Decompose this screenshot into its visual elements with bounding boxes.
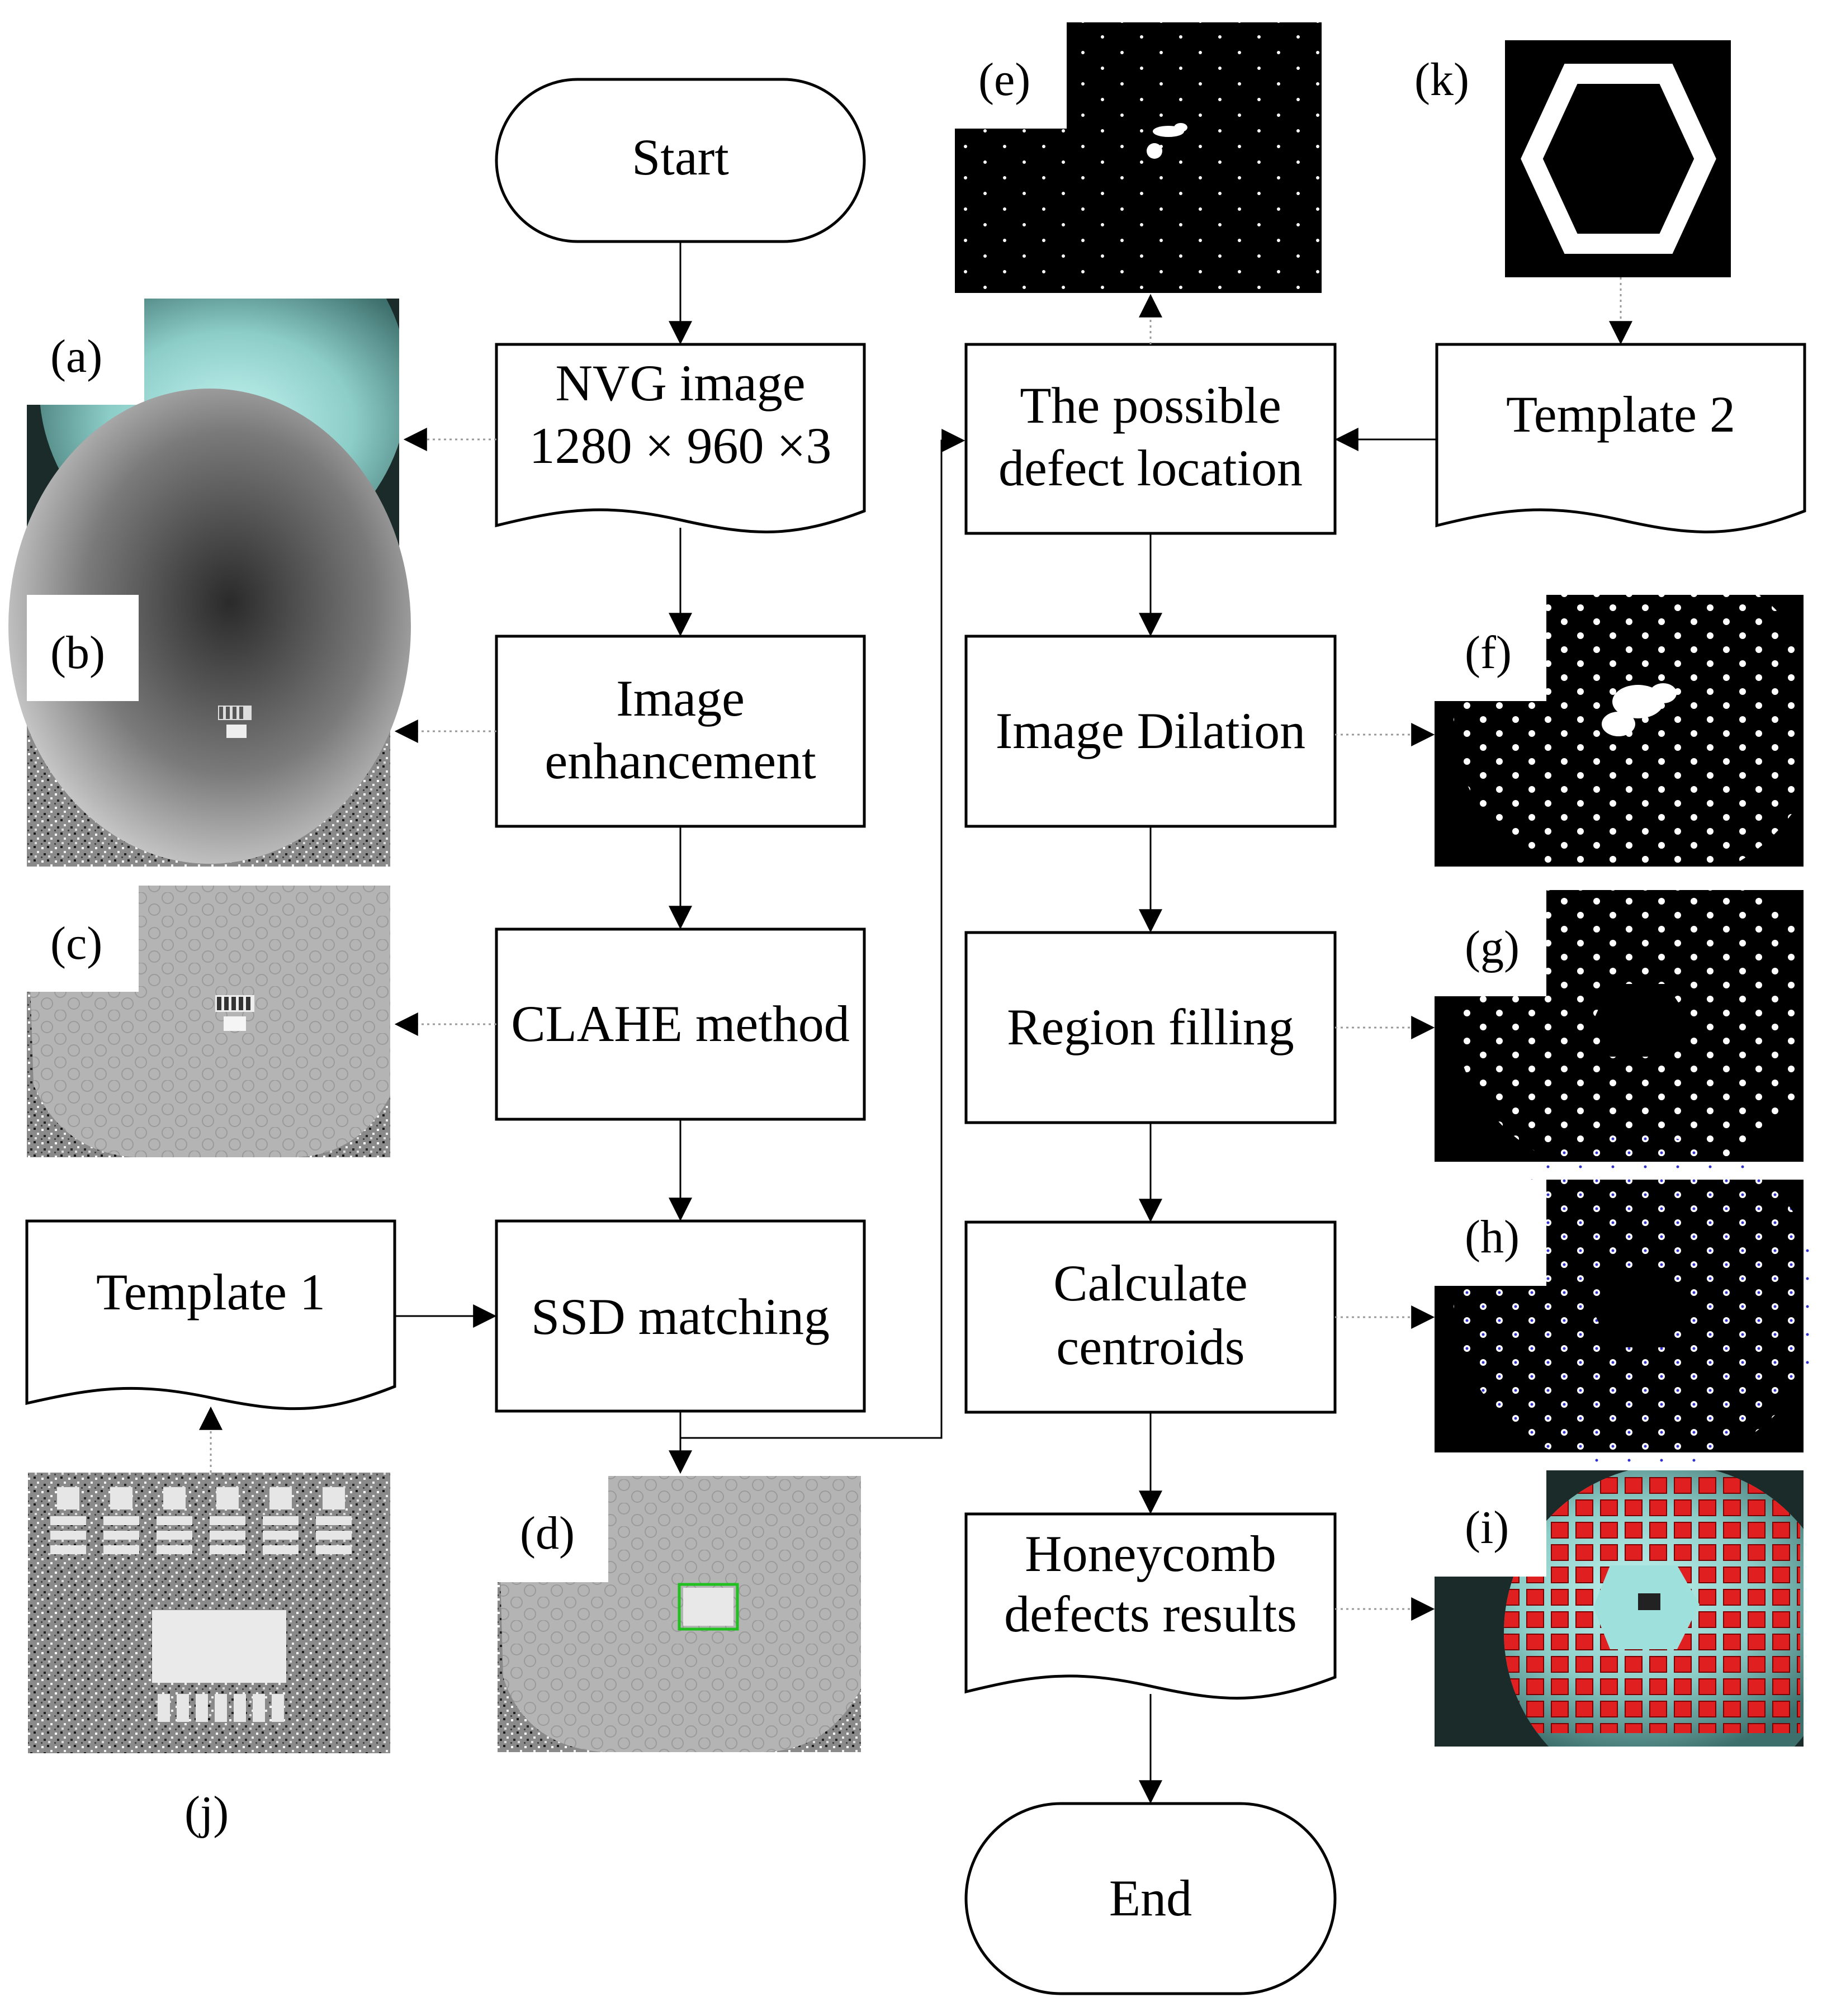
nvg-image-line1: NVG image (555, 354, 805, 411)
panel-d-label: (d) (520, 1507, 575, 1559)
possible-line1: The possible (1020, 377, 1281, 434)
results-line1: Honeycomb (1025, 1525, 1276, 1582)
panel-b-label: (b) (50, 627, 105, 679)
panel-e-image (955, 22, 1322, 293)
panel-a-label: (a) (50, 330, 102, 382)
panel-k-image (1505, 40, 1731, 277)
panel-d-image (498, 1476, 861, 1752)
template2-node (1435, 343, 1806, 533)
end-text: End (1109, 1870, 1192, 1927)
results-line2: defects results (1004, 1586, 1297, 1643)
dilation-text: Image Dilation (996, 702, 1305, 759)
possible-location-node (964, 343, 1337, 535)
region-filling-text: Region filling (1007, 998, 1294, 1056)
enhancement-node (495, 635, 866, 828)
panel-g-image (1435, 844, 1823, 1180)
panel-k-label: (k) (1414, 54, 1469, 106)
left-flow-arrows (395, 242, 965, 1474)
possible-line2: defect location (998, 439, 1303, 496)
centroids-line1: Calculate (1053, 1255, 1247, 1312)
panel-f-label: (f) (1465, 627, 1512, 679)
right-flow-arrows (1139, 428, 1437, 1804)
panel-e-label: (e) (978, 54, 1030, 106)
left-dotted-arrows (199, 428, 496, 1473)
panel-c-label: (c) (50, 917, 102, 969)
template2-text: Template 2 (1506, 386, 1735, 443)
panel-h-label: (h) (1465, 1211, 1520, 1263)
nvg-image-node (495, 343, 866, 533)
panel-i-image (1435, 1470, 1804, 1747)
panel-h-image (1435, 1135, 1823, 1470)
start-text: Start (632, 129, 729, 186)
panel-g-label: (g) (1465, 921, 1520, 973)
centroids-node (964, 1220, 1337, 1414)
dilation-node (964, 635, 1337, 828)
panel-b-image (8, 389, 411, 867)
centroids-line2: centroids (1056, 1318, 1244, 1375)
panel-f-image (1435, 553, 1823, 889)
panel-j-label: (j) (184, 1787, 229, 1839)
clahe-text: CLAHE method (511, 995, 850, 1052)
panel-j-image (28, 1473, 390, 1753)
right-dotted-arrows (1139, 277, 1632, 1621)
enhancement-line1: Image (616, 670, 745, 727)
nvg-image-line2: 1280 × 960 ×3 (529, 417, 832, 474)
template1-node (25, 1219, 396, 1411)
panel-c-image (27, 886, 390, 1157)
enhancement-line2: enhancement (545, 732, 816, 789)
ssd-text: SSD matching (531, 1288, 830, 1345)
template1-text: Template 1 (96, 1263, 325, 1321)
panel-i-label: (i) (1465, 1502, 1509, 1554)
results-node (964, 1512, 1337, 1700)
